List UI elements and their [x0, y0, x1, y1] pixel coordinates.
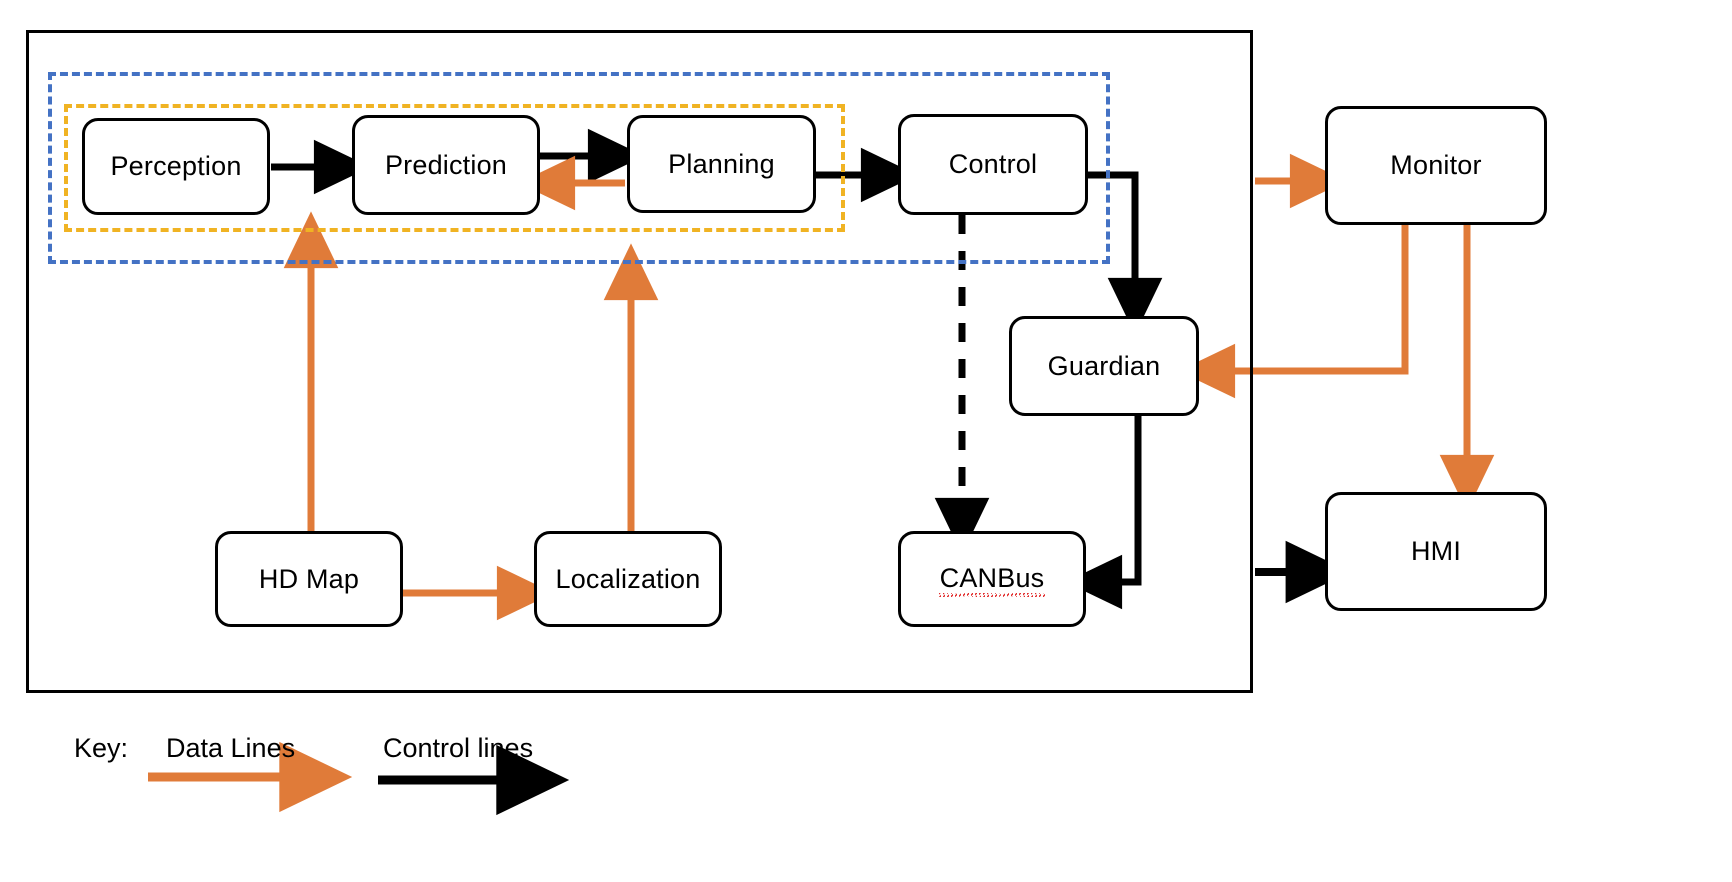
node-canbus[interactable]: CANBus [898, 531, 1086, 627]
node-guardian[interactable]: Guardian [1009, 316, 1199, 416]
node-perception[interactable]: Perception [82, 118, 270, 215]
key-data-lines-label: Data Lines [166, 733, 296, 763]
group-inner-dashed-yellow [64, 104, 845, 232]
key-title: Key: [74, 733, 129, 763]
node-guardian-label: Guardian [1047, 350, 1161, 381]
node-localization[interactable]: Localization [534, 531, 722, 627]
node-monitor-label: Monitor [1390, 150, 1482, 180]
node-monitor[interactable]: Monitor [1325, 106, 1547, 225]
node-control[interactable]: Control [898, 114, 1088, 215]
node-prediction[interactable]: Prediction [352, 115, 540, 215]
node-hmi-label: HMI [1410, 536, 1462, 566]
edge-control-to-guardian [1086, 171, 1163, 335]
system-boundary-frame [26, 30, 1253, 693]
node-control-label: Control [948, 149, 1038, 179]
node-hd-map[interactable]: HD Map [215, 531, 403, 627]
key-control-lines-label: Control lines [383, 733, 534, 763]
node-hd-map-label: HD Map [258, 563, 360, 594]
node-planning-label: Planning [668, 148, 775, 179]
node-planning[interactable]: Planning [627, 115, 816, 213]
node-canbus-label: CANBus [939, 562, 1045, 593]
node-perception-label: Perception [110, 151, 242, 181]
group-outer-dashed-blue [48, 72, 1110, 264]
node-hmi[interactable]: HMI [1325, 492, 1547, 611]
node-prediction-label: Prediction [384, 149, 508, 180]
node-localization-label: Localization [555, 563, 701, 594]
edge-guardian-to-canbus [1065, 416, 1142, 610]
edge-monitor-to-guardian [1178, 222, 1409, 399]
